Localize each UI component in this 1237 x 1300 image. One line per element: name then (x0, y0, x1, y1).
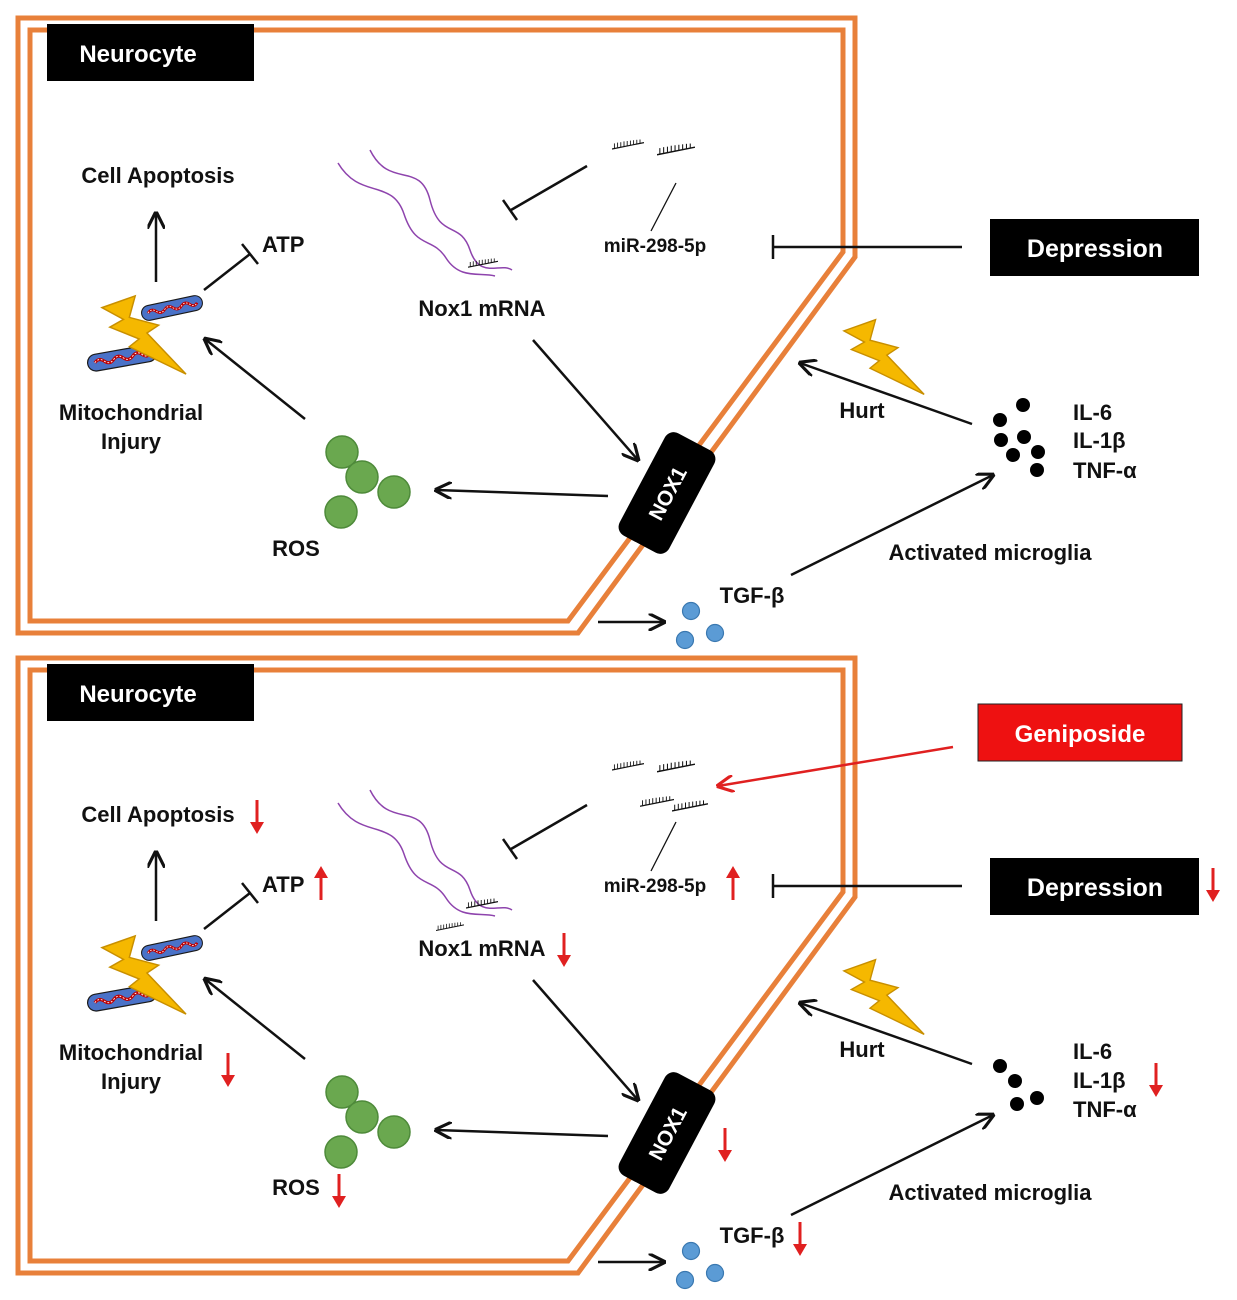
red-arrow-icon (793, 1222, 807, 1256)
depression-box (990, 219, 1199, 276)
mirna-pointer (650, 821, 677, 872)
mirna-strand-icon (612, 139, 644, 150)
arrow-geniposide-to-mirna (718, 745, 954, 786)
arrow-mrna-to-nox1 (532, 339, 638, 460)
hurt-label: Hurt (839, 398, 885, 423)
mito-injury-line1: Mitochondrial (59, 1040, 203, 1065)
mirna-strand-icon (612, 760, 644, 771)
red-arrow-icon (557, 933, 571, 967)
panel-bottom: Neurocyte Geniposide Cell Apoptosis ATP … (15, 655, 1220, 1290)
arrow-ros-to-mito (205, 339, 306, 420)
geniposide-label: Geniposide (1015, 721, 1146, 748)
mito-injury-line1: Mitochondrial (59, 400, 203, 425)
cytokine-dot-icon (993, 398, 1045, 477)
cell-membrane (15, 15, 858, 636)
red-arrow-icon (726, 866, 740, 900)
arrow-mrna-to-nox1 (532, 979, 638, 1100)
inhibit-bar (501, 199, 519, 221)
nox1-protein: NOX1 (618, 432, 716, 554)
atp-label: ATP (262, 232, 304, 257)
tgfb-label: TGF-β (720, 1223, 785, 1248)
geniposide-box (977, 703, 1183, 762)
arrow-nox1-to-ros (436, 1130, 609, 1136)
tnfa-label: TNF-α (1073, 1097, 1137, 1122)
arrow-tgf-to-microglia (790, 1115, 993, 1217)
mitochondrion-icon (138, 932, 206, 964)
nox1-protein: NOX1 (618, 1072, 716, 1194)
tgf-molecules (675, 1241, 725, 1290)
cell-apoptosis-label: Cell Apoptosis (81, 163, 234, 188)
cytokine-dot-icon (993, 1059, 1044, 1111)
arrow-cytokines-hurt (800, 1003, 973, 1066)
red-arrow-icon (332, 1174, 346, 1208)
arrow-tgf-to-microglia (790, 475, 993, 577)
activated-microglia-label: Activated microglia (889, 1180, 1093, 1205)
cell-apoptosis-label: Cell Apoptosis (81, 802, 234, 827)
mitochondrion-icon (138, 292, 206, 324)
mirna-strand-icon (468, 258, 498, 268)
ros-label: ROS (272, 536, 320, 561)
red-arrow-icon (250, 800, 264, 834)
inhibit-bar (241, 882, 259, 904)
activated-microglia-label: Activated microglia (889, 540, 1093, 565)
ros-molecules (324, 1075, 411, 1169)
inhibit-bar (241, 243, 259, 265)
ros-label: ROS (272, 1175, 320, 1200)
hurt-label: Hurt (839, 1037, 885, 1062)
ros-molecules (324, 435, 411, 529)
mito-injury-line2: Injury (101, 429, 162, 454)
red-arrow-icon (1149, 1063, 1163, 1097)
arrow-nox1-to-ros (436, 490, 609, 496)
mirna-strand-icon (436, 922, 464, 932)
cell-membrane (15, 655, 858, 1276)
mrna-strand-icon (337, 149, 513, 277)
red-arrow-icon (1206, 868, 1220, 902)
il1b-label: IL-1β (1073, 1068, 1126, 1093)
inhibit-mirna-mrna (510, 803, 588, 851)
mirna-label: miR-298-5p (604, 876, 706, 897)
il6-label: IL-6 (1073, 400, 1112, 425)
nox1-mrna-label: Nox1 mRNA (418, 936, 545, 961)
inhibit-bar (501, 838, 519, 860)
il6-label: IL-6 (1073, 1039, 1112, 1064)
tgfb-label: TGF-β (720, 583, 785, 608)
tnfa-label: TNF-α (1073, 458, 1137, 483)
neurocyte-label-box (47, 24, 254, 81)
mirna-pointer (650, 182, 677, 232)
red-arrow-icon (314, 866, 328, 900)
inhibit-mito-atp (203, 253, 251, 291)
panel-top: Neurocyte Cell Apoptosis ATP Mitochondri… (15, 15, 1199, 650)
mirna-strand-icon (672, 800, 708, 812)
mirna-strand-icon (640, 796, 674, 807)
tgf-molecules (675, 601, 725, 650)
neurocyte-label-box (47, 664, 254, 721)
mrna-strand-icon (337, 789, 513, 917)
mirna-strand-icon (657, 143, 695, 156)
red-arrow-icon (221, 1053, 235, 1087)
inhibit-mito-atp (203, 892, 251, 930)
mirna-strand-icon (657, 760, 695, 773)
nox1-mrna-label: Nox1 mRNA (418, 296, 545, 321)
depression-label: Depression (1027, 235, 1163, 263)
depression-label: Depression (1027, 874, 1163, 902)
depression-box (990, 858, 1199, 915)
inhibit-mirna-mrna (510, 164, 588, 212)
neurocyte-label: Neurocyte (79, 41, 196, 68)
arrow-cytokines-hurt (800, 363, 973, 426)
red-arrow-icon (718, 1128, 732, 1162)
mito-injury-line2: Injury (101, 1069, 162, 1094)
atp-label: ATP (262, 872, 304, 897)
neurocyte-label: Neurocyte (79, 681, 196, 708)
il1b-label: IL-1β (1073, 428, 1126, 453)
arrow-ros-to-mito (205, 979, 306, 1060)
mirna-label: miR-298-5p (604, 236, 706, 257)
